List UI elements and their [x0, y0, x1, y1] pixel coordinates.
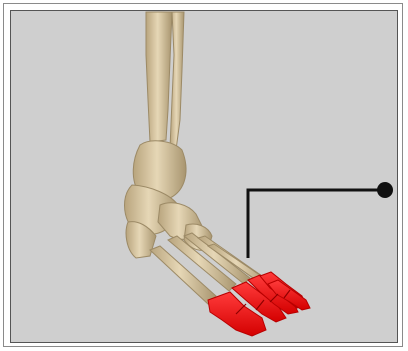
pointer-dot-icon: [377, 182, 393, 198]
callout-pointer: [248, 182, 393, 258]
leg-bones: [146, 12, 184, 150]
